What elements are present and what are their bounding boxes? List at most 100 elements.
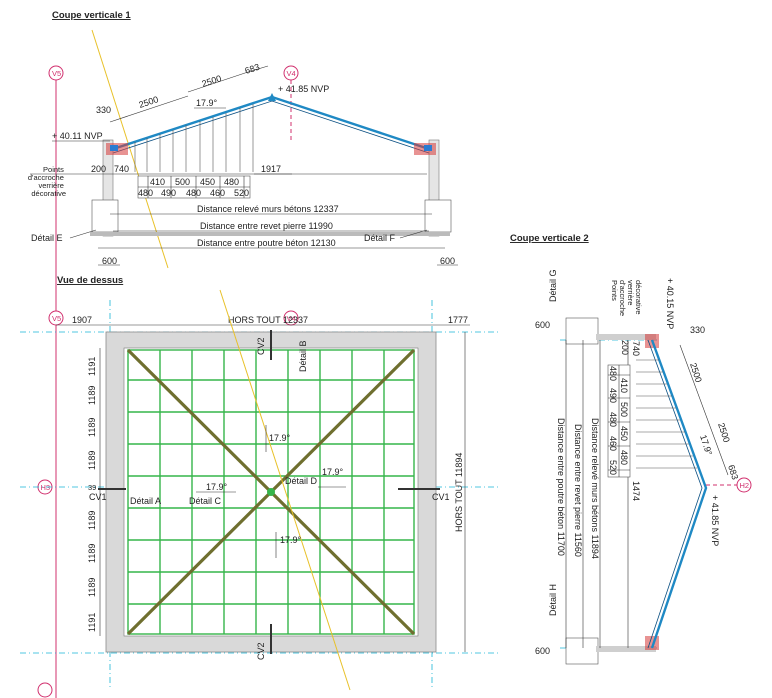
roof-glazing [109,95,433,152]
left-dim-5: 1189 [87,544,97,563]
s2-spacing-bottom-3: 460 [608,436,618,451]
grid-marker-v4 [283,65,299,81]
section1-drawing: V5 V4 [28,29,458,698]
plan-title: Vue de dessus [57,275,123,286]
level-top: + 41.85 NVP [278,84,329,94]
grid-marker-bottom [37,682,53,698]
grid-label-h2: H2 [740,481,750,490]
left-dim-0: 1191 [87,357,97,376]
spacing-bottom-3: 460 [210,188,225,198]
left-dims: 1191 1189 1189 1189 1189 1189 1189 1191 … [87,357,97,632]
dim-1907: 1907 [72,315,92,325]
base-slab [90,232,450,236]
grid-label-v4: V4 [287,69,296,78]
spacing-bottom-1: 490 [161,188,176,198]
s2-dim-2500b: 2500 [716,422,732,444]
detail-e-box [91,199,119,233]
s2-roof-frame [647,339,703,649]
s2-dim-740: 740 [631,341,641,356]
dim-1917: 1917 [261,164,281,174]
s2-spacing-bottom-4: 520 [608,460,618,475]
right-profile [424,145,432,151]
detail-c-label: Détail C [189,496,222,506]
s2-dist2: Distance entre revet pierre 11560 [573,424,583,557]
points-note: Points d'accroche verrière décorative [28,165,66,198]
dist3-label: Distance entre poutre béton 12130 [197,238,336,248]
spacing-top-2: 450 [200,177,215,187]
spacing-top-1: 500 [175,177,190,187]
plan-sun-ray [219,289,351,691]
left-dim-1: 1189 [87,386,97,405]
s2-level-b: + 41.85 NVP [710,495,720,546]
plan-view: V5 V4 H3 1907 HORS TOUT 12337 1777 [20,289,500,698]
dim-1777: 1777 [448,315,468,325]
cv2-bottom: CV2 [256,642,266,660]
s2-dim-330: 330 [690,325,705,335]
hors-tout-h: HORS TOUT 12337 [228,315,308,325]
spacing-top-3: 480 [224,177,239,187]
cv1-left: CV1 [89,492,107,502]
s2-level-a: + 40.15 NVP [665,278,675,329]
s2-dist1: Distance relevé murs bétons 11894 [590,418,600,559]
s2-dim-line-2500 [679,344,729,476]
left-dim-4: 1189 [87,511,97,530]
plan-apex [267,488,275,496]
s2-spacing-bottom-2: 480 [608,412,618,427]
angle-label: 17.9° [196,98,218,108]
detail-f-leader [399,229,428,239]
angle-west: 17.9° [206,482,228,492]
detail-h-label: Détail H [548,584,558,616]
s2-purlins [636,359,697,469]
spacing-bottom-0: 480 [138,188,153,198]
angle-north: 17.9° [269,433,291,443]
s2-spacing-table: 410 500 450 480 480 490 480 460 520 [607,364,631,478]
left-profile [110,145,118,151]
spacing-bottom-4: 520 [234,188,249,198]
dim-line-2500b [187,71,249,93]
dim-39: 39 [88,483,96,492]
s2-spacing-top-2: 450 [619,426,629,441]
spacing-table: 410 500 450 480 480 490 480 460 520 [137,175,251,199]
s2-dim-600-bottom: 600 [535,646,550,656]
detail-a-label: Détail A [130,496,161,506]
s2-top-slab [596,334,656,340]
grid-label-v5-plan: V5 [52,314,61,323]
grid-label-v4-plan: V4 [287,314,296,323]
dist1-label: Distance relevé murs bétons 12337 [197,204,339,214]
angle-east: 17.9° [322,467,344,477]
dim-600-right: 600 [440,256,455,266]
s2-spacing-bottom-0: 480 [608,366,618,381]
level-left: + 40.11 NVP [52,131,103,141]
dim-line-2500a [109,95,189,123]
detail-e-leader [69,229,97,239]
s2-dim-200: 200 [620,340,630,355]
dim-2500a: 2500 [138,94,160,110]
s2-points-note: Points d'accroche verrière décorative [610,280,643,318]
angle-south: 17.9° [280,535,302,545]
s2-dist3: Distance entre poutre béton 11700 [556,418,566,556]
ridge-marker [268,93,276,101]
grid-marker-v5-top [48,65,64,81]
left-dim-7: 1191 [87,613,97,632]
s2-bottom-slab [596,646,656,652]
s2-spacing-bottom-1: 490 [608,388,618,403]
dim-200: 200 [91,164,106,174]
detail-f-label: Détail F [364,233,396,243]
dim-600-left: 600 [102,256,117,266]
detail-g-box [565,317,599,345]
left-dim-2: 1189 [87,418,97,437]
dim-740: 740 [114,164,129,174]
section1-purlins [134,104,254,172]
grid-label-h3: H3 [41,483,51,492]
dist2-label: Distance entre revet pierre 11990 [200,221,333,231]
detail-e-label: Détail E [31,233,63,243]
left-dim-6: 1189 [87,578,97,597]
s2-spacing-top-0: 410 [619,378,629,393]
dim-line-683 [247,65,269,73]
sun-ray-line [91,29,169,269]
left-dim-3: 1189 [87,451,97,470]
s2-dim-600-top: 600 [535,320,550,330]
dim-2500b: 2500 [201,73,223,89]
hors-tout-v: HORS TOUT 11894 [454,453,464,532]
s2-spacing-top-3: 480 [619,450,629,465]
